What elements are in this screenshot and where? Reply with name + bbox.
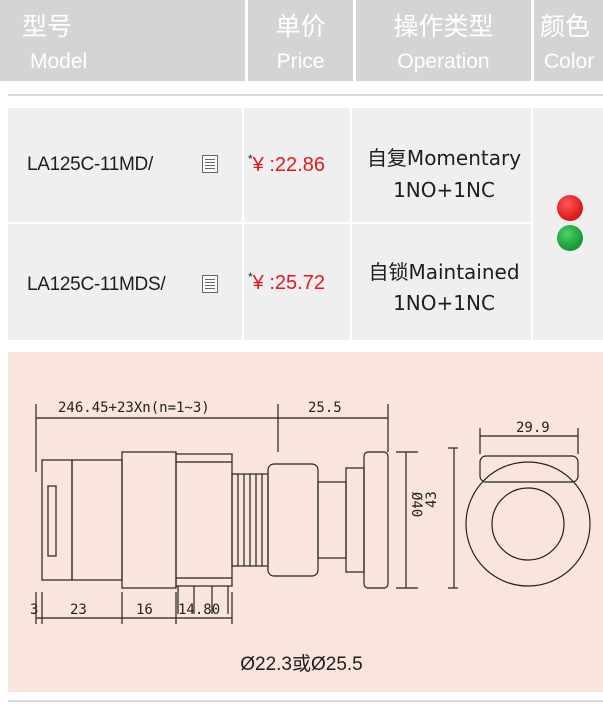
header-divider: [531, 0, 534, 81]
contact-config: 1NO+1NC: [393, 178, 495, 202]
product-table: LA125C-11MD/ *¥ :22.86 自复Momentary 1NO+1…: [8, 108, 603, 340]
red-color-swatch: [557, 195, 583, 221]
column-divider: [350, 108, 352, 340]
drawing-caption: Ø22.3或Ø25.5: [240, 654, 363, 675]
width-dimension: 29.9: [516, 420, 550, 436]
header-model: 型号 Model: [22, 12, 88, 73]
header-operation: 操作类型 Operation: [393, 12, 494, 73]
head-dimension: 25.5: [308, 400, 342, 416]
datasheet-icon[interactable]: [202, 275, 218, 293]
row-divider: [8, 222, 531, 224]
datasheet-icon[interactable]: [202, 155, 218, 173]
contact-config: 1NO+1NC: [393, 291, 495, 315]
dimension-drawing: 246.45+23Xn(n=1~3) 25.5 29.9 Ø40 43 3 23…: [8, 352, 603, 692]
operation-type: 自复Momentary: [366, 146, 522, 170]
green-color-swatch: [557, 225, 583, 251]
header-price: 单价 Price: [275, 12, 326, 73]
divider: [8, 94, 603, 96]
table-header: 型号 Model 单价 Price 操作类型 Operation 颜色 Colo…: [0, 0, 603, 81]
model-number: LA125C-11MDS/: [27, 274, 166, 295]
dimension-14-80: 14.80: [178, 602, 220, 618]
header-color: 颜色 Color: [540, 12, 595, 73]
header-divider: [245, 0, 248, 81]
height-dimension: 43: [424, 491, 440, 508]
length-dimension: 246.45+23Xn(n=1~3): [58, 400, 210, 416]
price: *¥ :22.86: [248, 152, 325, 176]
model-number: LA125C-11MD/: [27, 154, 153, 175]
operation-type: 自锁Maintained: [368, 260, 520, 284]
column-divider: [531, 108, 533, 340]
price: *¥ :25.72: [248, 270, 325, 294]
diameter-dimension: Ø40: [408, 492, 424, 517]
dimension-23: 23: [70, 602, 87, 618]
column-divider: [242, 108, 244, 340]
drawing-svg: 246.45+23Xn(n=1~3) 25.5 29.9 Ø40 43 3 23…: [30, 400, 591, 624]
bottom-divider: [8, 700, 603, 702]
dimension-3: 3: [30, 602, 38, 618]
header-divider: [353, 0, 356, 81]
dimension-16: 16: [136, 602, 153, 618]
